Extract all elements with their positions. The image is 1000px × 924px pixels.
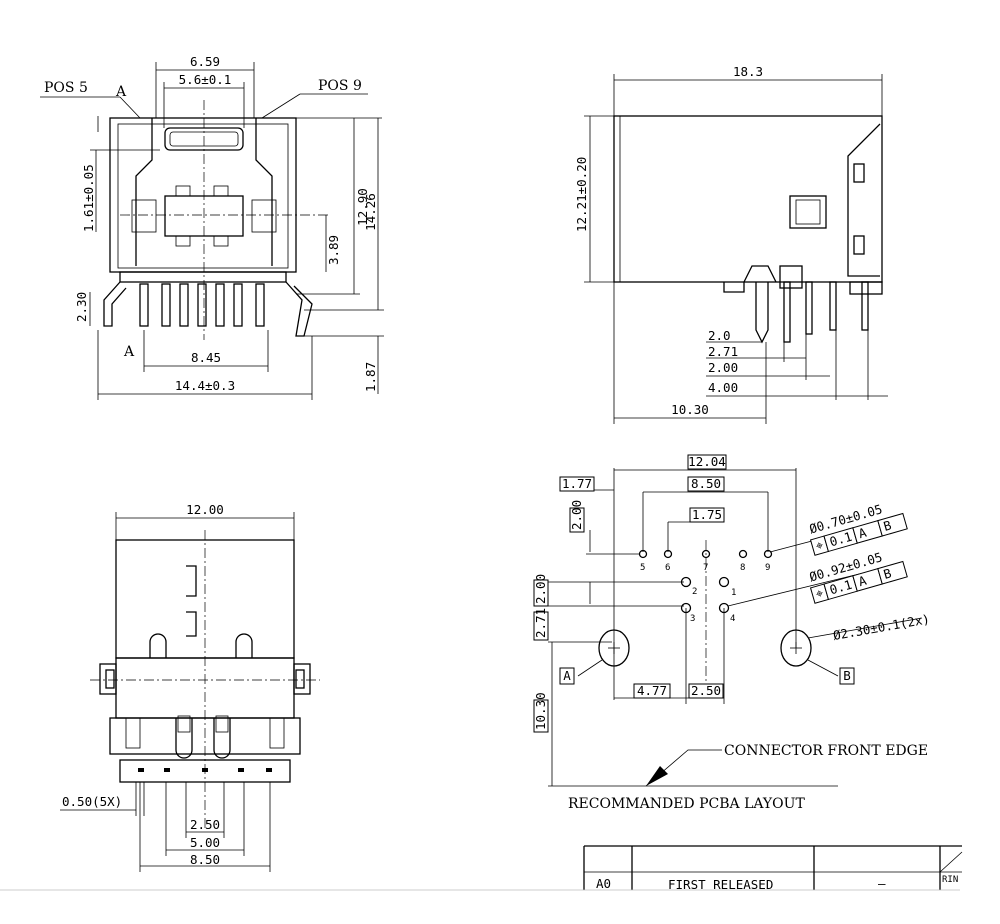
dim-12-90: 12.90	[355, 188, 370, 226]
dim-2-0: 2.0	[708, 328, 731, 343]
pin-1: 1	[731, 588, 736, 598]
pcb-dim-1-77: 1.77	[562, 476, 592, 491]
dim-18-3: 18.3	[733, 64, 763, 79]
dim-1-87: 1.87	[363, 362, 378, 392]
pcb-dim-2-50: 2.50	[691, 683, 721, 698]
dim-12-00: 12.00	[186, 502, 224, 517]
pcb-dim-1-75: 1.75	[692, 507, 722, 522]
pcb-dim-2-71: 2.71	[533, 608, 548, 638]
dim-0-50: 0.50(5X)	[62, 794, 122, 809]
pcb-dim-12-04: 12.04	[688, 454, 726, 469]
fcf-b-2: B	[882, 565, 893, 581]
pin-5: 5	[640, 563, 645, 573]
dim-2-30: 2.30	[74, 292, 89, 322]
pos5-label: POS 5	[44, 80, 88, 96]
section-a-top: A	[115, 84, 127, 100]
cut-cell: RIN	[942, 875, 958, 885]
dim-5-00: 5.00	[190, 835, 220, 850]
pin-4: 4	[730, 614, 735, 624]
pin-2: 2	[692, 587, 697, 597]
dim-5-6: 5.6±0.1	[179, 72, 232, 87]
front-pins	[139, 283, 265, 327]
pcb-dim-2-00-b: 2.00	[533, 574, 548, 604]
pin-3: 3	[690, 614, 695, 624]
pcb-dim-4-77: 4.77	[637, 683, 667, 698]
dim-1-61: 1.61±0.05	[81, 164, 96, 232]
datum-b: B	[843, 668, 851, 683]
dim-10-30: 10.30	[671, 402, 709, 417]
section-a-bottom: A	[123, 344, 135, 360]
callout-hole-big: Ø2.30±0.1(2x)	[832, 611, 931, 643]
datum-a: A	[563, 668, 571, 683]
dim-2-00: 2.00	[708, 360, 738, 375]
pin-8: 8	[740, 563, 745, 573]
fcf-a-2: A	[857, 572, 869, 589]
fcf-b-1: B	[882, 517, 893, 533]
revision-table: A0 FIRST RELEASED — RIN	[0, 845, 963, 892]
front-edge-label: CONNECTOR FRONT EDGE	[724, 743, 928, 759]
pos9-label: POS 9	[318, 78, 362, 94]
dim-6-59: 6.59	[190, 54, 220, 69]
fcf-a-1: A	[857, 524, 869, 541]
pcb-title: RECOMMANDED PCBA LAYOUT	[568, 796, 805, 812]
dim-2-50: 2.50	[190, 817, 220, 832]
dim-4-00: 4.00	[708, 380, 738, 395]
pin-9: 9	[765, 563, 770, 573]
pin-7: 7	[703, 563, 708, 573]
dim-2-71: 2.71	[708, 344, 738, 359]
fcf-position-icon-2: ⌖	[814, 585, 826, 602]
front-view: 6.59 5.6±0.1 POS 5 A POS 9 1.61±0.05 3.8…	[40, 54, 384, 400]
dim-8-50: 8.50	[190, 852, 220, 867]
fcf-tol-1: 0.1	[828, 529, 854, 550]
dim-14-26: 14.26	[363, 193, 378, 231]
description-cell: FIRST RELEASED	[668, 877, 773, 892]
pcb-dim-8-50: 8.50	[691, 476, 721, 491]
fcf-position-icon-1: ⌖	[814, 537, 826, 554]
pcb-dim-2-00-a: 2.00	[569, 500, 584, 530]
pin-6: 6	[665, 563, 670, 573]
pcb-layout: 12.04 1.77 8.50 1.75 2.00 2.00 2.71 10.3…	[533, 454, 931, 812]
rev-cell: A0	[596, 876, 611, 891]
pcb-dim-10-30: 10.30	[533, 692, 548, 730]
fcf-tol-2: 0.1	[828, 577, 854, 598]
dim-14-4: 14.4±0.3	[175, 378, 235, 393]
dim-12-21: 12.21±0.20	[574, 157, 589, 232]
side-view: 18.3 12.21±0.20 2.0 2.71 2.00 4.00 10.30	[574, 64, 888, 424]
dim-3-89: 3.89	[326, 235, 341, 265]
bottom-view: 12.00 0.50(5X) 2.50 5.00 8.50	[60, 502, 320, 872]
dash-cell: —	[878, 876, 886, 891]
pcb-holes	[598, 549, 812, 667]
dim-8-45: 8.45	[191, 350, 221, 365]
